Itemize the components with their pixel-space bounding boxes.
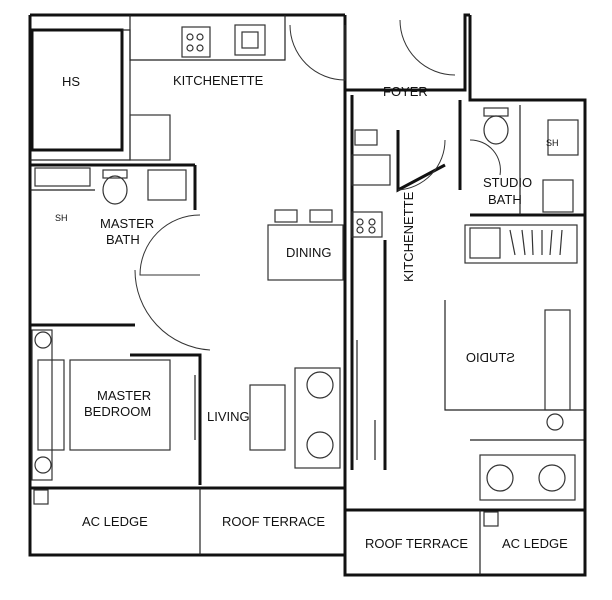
doors xyxy=(134,19,501,351)
foyer-door-swing xyxy=(399,19,456,76)
bedroom-door-swing xyxy=(134,269,211,351)
label-kitchenette-right: KITCHENETTE xyxy=(401,191,416,282)
studio-sofa xyxy=(479,454,576,501)
label-living: LIVING xyxy=(207,409,250,424)
label-hs: HS xyxy=(62,74,80,89)
label-studio-bath-line2: BATH xyxy=(488,192,522,207)
label-ac-ledge-left: AC LEDGE xyxy=(82,514,148,529)
studio-bath-door-swing xyxy=(469,139,501,176)
label-master-bath-line2: BATH xyxy=(106,232,140,247)
fixtures xyxy=(31,24,579,527)
sofa xyxy=(294,367,341,469)
main-door-swing xyxy=(289,24,346,81)
label-sh-left: SH xyxy=(55,213,68,223)
foyer-inner-door-swing xyxy=(397,139,446,191)
coffee-table xyxy=(249,384,286,451)
room-labels: HS KITCHENETTE FOYER SH MASTER BATH DINI… xyxy=(55,73,568,551)
label-master-bedroom-line2: BEDROOM xyxy=(84,404,151,419)
label-kitchenette-left: KITCHENETTE xyxy=(173,73,264,88)
label-foyer: FOYER xyxy=(383,84,428,99)
dining-table xyxy=(267,224,344,281)
master-bed xyxy=(69,359,171,451)
label-sh-right: SH xyxy=(546,138,559,148)
studio-bed xyxy=(544,309,571,411)
label-roof-terrace-right: ROOF TERRACE xyxy=(365,536,468,551)
label-studio: STUDIO xyxy=(466,350,515,365)
label-master-bedroom-line1: MASTER xyxy=(97,388,151,403)
label-roof-terrace-left: ROOF TERRACE xyxy=(222,514,325,529)
label-dining: DINING xyxy=(286,245,332,260)
label-ac-ledge-right: AC LEDGE xyxy=(502,536,568,551)
label-master-bath-line1: MASTER xyxy=(100,216,154,231)
label-studio-bath-line1: STUDIO xyxy=(483,175,532,190)
master-bath-door-swing xyxy=(139,214,201,276)
